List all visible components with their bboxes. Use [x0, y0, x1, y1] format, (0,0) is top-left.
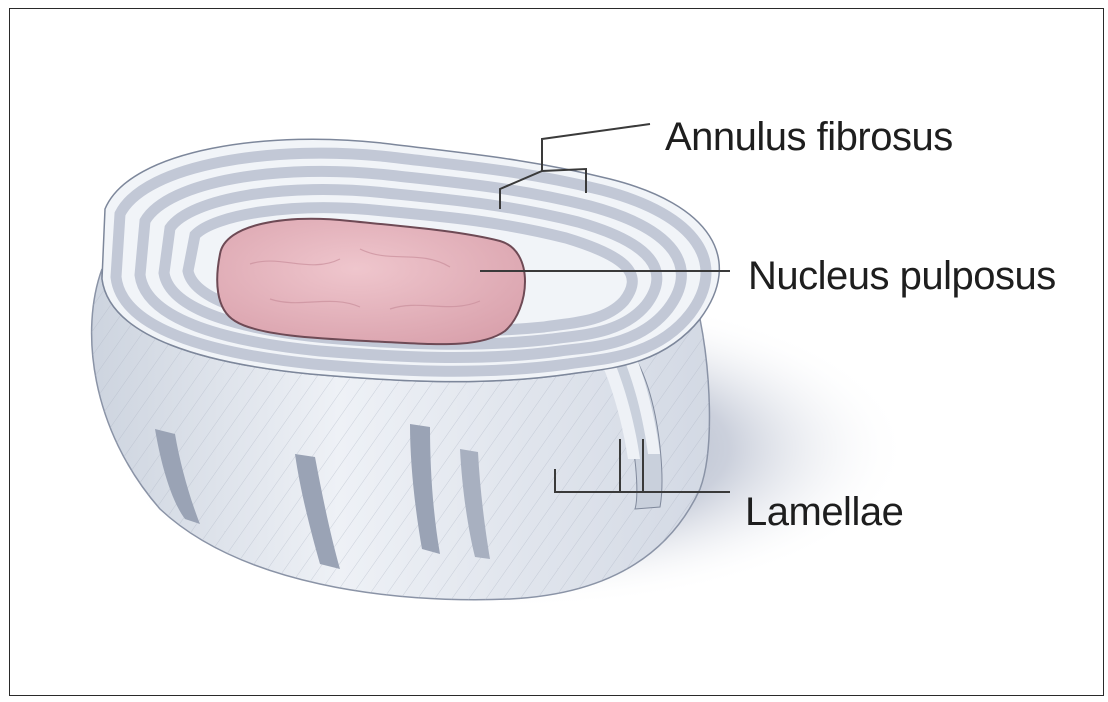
figure-frame: Annulus fibrosus Nucleus pulposus Lamell… [9, 8, 1104, 696]
nucleus-pulposus-shape [217, 219, 525, 344]
annulus-leader-line [542, 124, 650, 171]
label-lamellae: Lamellae [745, 492, 903, 532]
intervertebral-disc-illustration [10, 9, 1105, 697]
label-annulus-fibrosus: Annulus fibrosus [665, 117, 953, 157]
label-nucleus-pulposus: Nucleus pulposus [748, 256, 1056, 296]
